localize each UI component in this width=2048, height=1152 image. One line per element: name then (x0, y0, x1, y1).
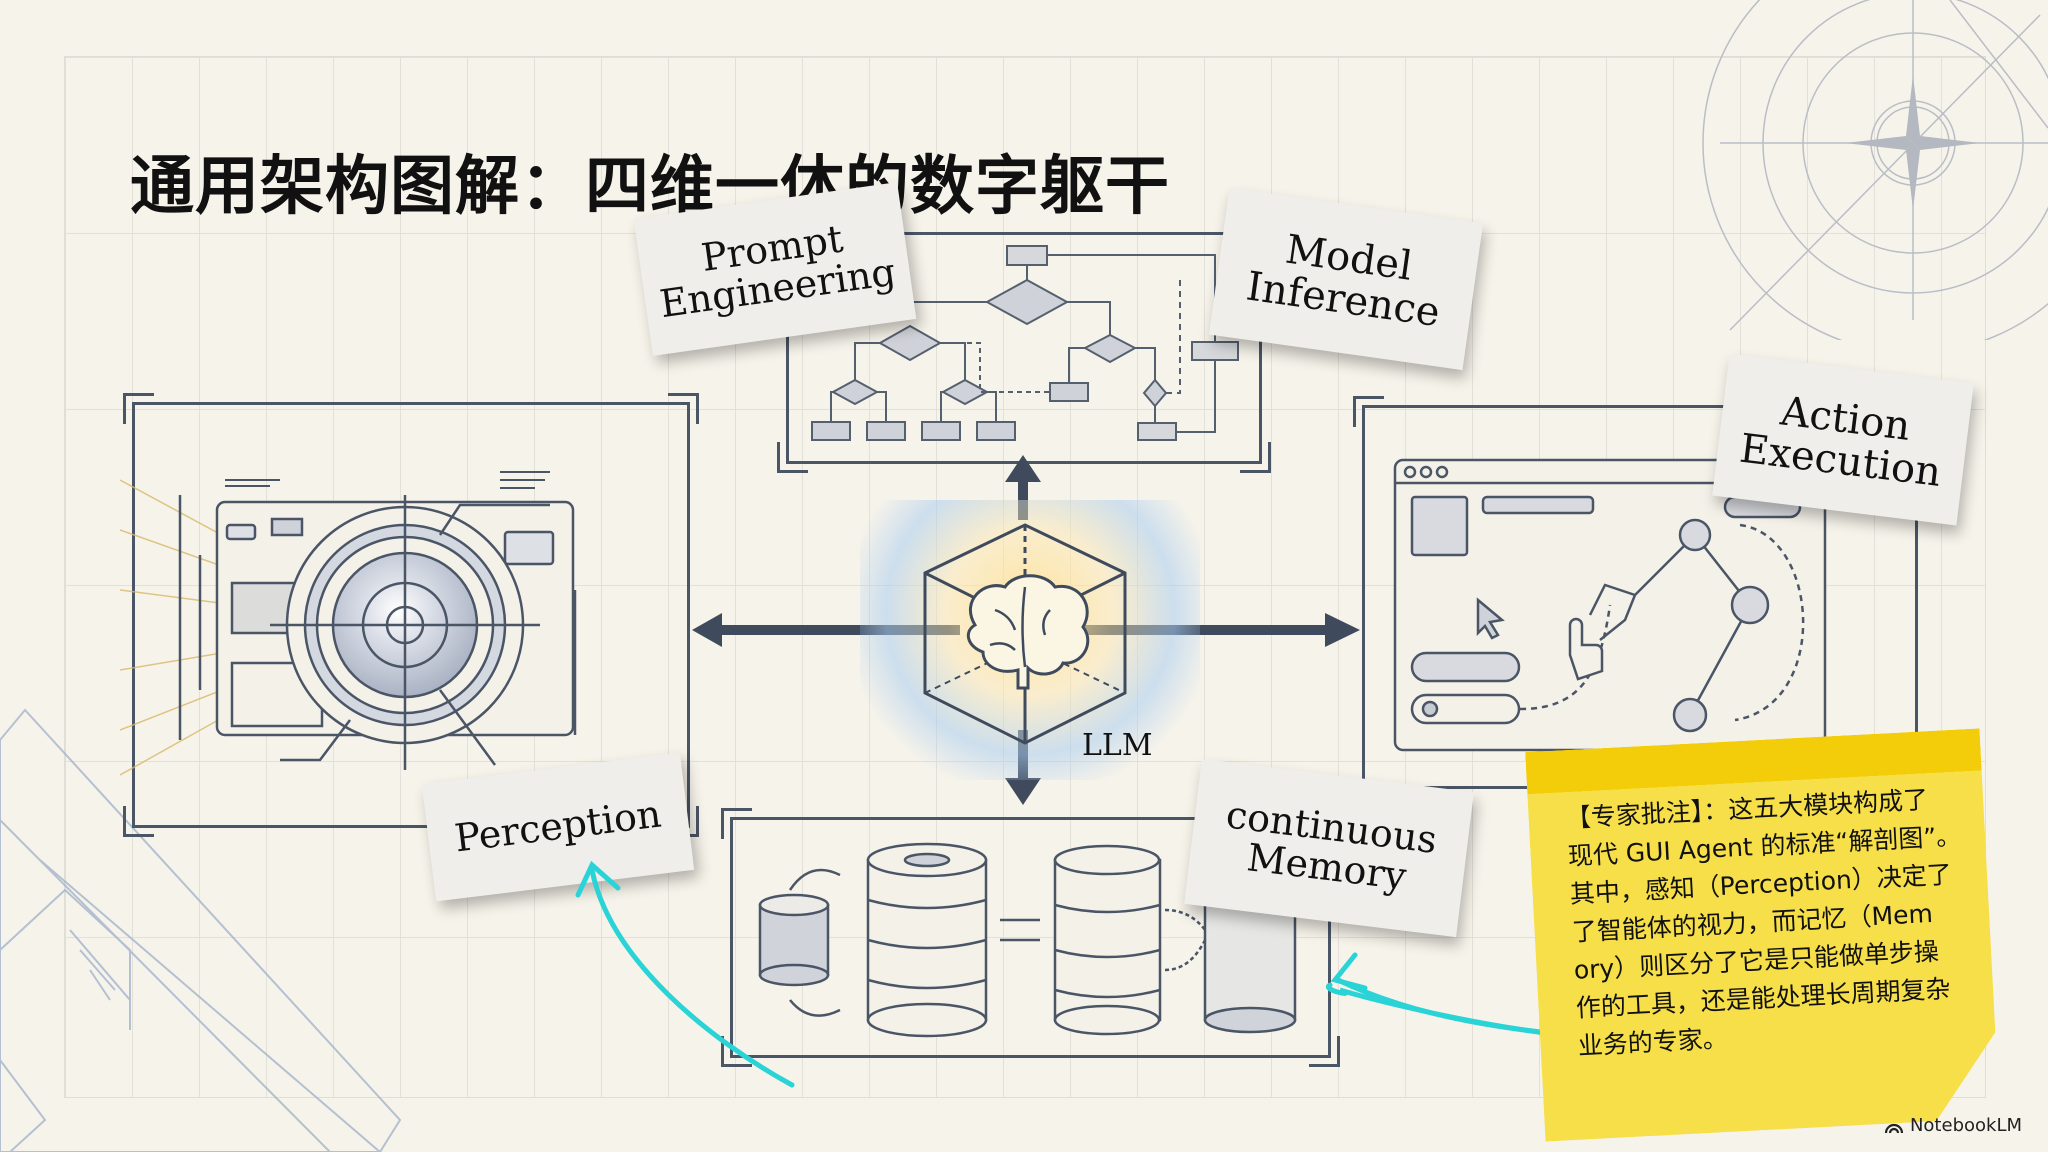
left-arrow-shaft (720, 625, 960, 635)
flowchart-icon (811, 245, 1239, 441)
corner-bracket (721, 1036, 752, 1067)
up-arrow-head (1005, 455, 1041, 482)
brand-name: NotebookLM (1909, 1115, 2022, 1136)
corner-bracket (123, 806, 154, 837)
label-action-execution: Action Execution (1712, 353, 1974, 526)
memory-panel (721, 808, 1340, 1067)
down-arrow-head (1005, 778, 1041, 805)
notebooklm-watermark: NotebookLM (1884, 1115, 2022, 1136)
left-arrow-head (692, 613, 722, 647)
brain-in-cube-icon (923, 523, 1127, 745)
floorplan-sketch-icon (0, 708, 402, 1152)
right-arrow-head (1325, 613, 1360, 647)
memory-arrowhead (1330, 952, 1368, 991)
corner-bracket (777, 442, 808, 473)
corner-bracket (721, 808, 752, 839)
sticky-note-text: 【专家批注】：这五大模块构成了 现代 GUI Agent 的标准“解剖图”。 其… (1565, 777, 2008, 1065)
perception-arrow (589, 867, 795, 1088)
corner-bracket (668, 393, 699, 424)
corner-bracket (1309, 1036, 1340, 1067)
robot-arm-browser-icon (1393, 458, 1827, 752)
slide-title: 通用架构图解：四维一体的数字躯干 (130, 149, 1170, 224)
perception-panel (123, 393, 699, 837)
memory-arrow-line (1335, 977, 1570, 1038)
corner-bracket (1240, 442, 1271, 473)
camera-blueprint-icon (120, 471, 577, 776)
model-inference-line2: Inference (1243, 263, 1443, 337)
corner-bracket (1353, 396, 1384, 427)
annotation-arrows (575, 860, 1570, 1088)
perception-arrowhead (575, 860, 621, 898)
action-execution-line2: Execution (1737, 425, 1944, 496)
right-arrow-shaft (1085, 625, 1325, 635)
database-stack-icon (758, 842, 1297, 1038)
llm-label: LLM (1082, 728, 1153, 763)
compass-rose-icon (1702, 0, 2048, 340)
notebooklm-logo-icon (1884, 1123, 1904, 1133)
corner-bracket (123, 393, 154, 424)
